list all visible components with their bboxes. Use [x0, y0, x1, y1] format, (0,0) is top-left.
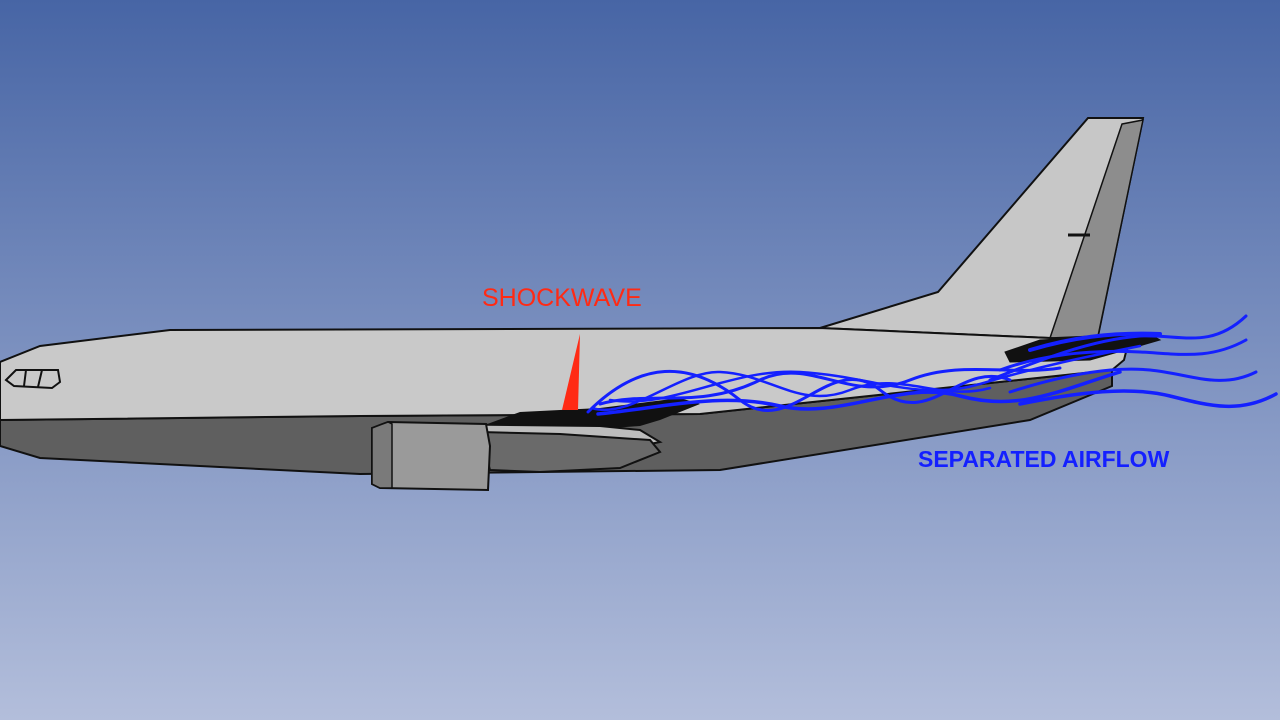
engine-intake: [371, 421, 393, 489]
cockpit-frame: [37, 369, 43, 388]
separated-airflow-label: SEPARATED AIRFLOW: [918, 446, 1170, 472]
cockpit-frame: [23, 369, 27, 387]
cockpit-window: [4, 369, 62, 390]
separated-airflow-streams: [586, 314, 1278, 416]
engine-pylon: [478, 430, 662, 474]
shockwave-marker: [562, 334, 580, 410]
shockwave-label: SHOCKWAVE: [482, 284, 642, 312]
